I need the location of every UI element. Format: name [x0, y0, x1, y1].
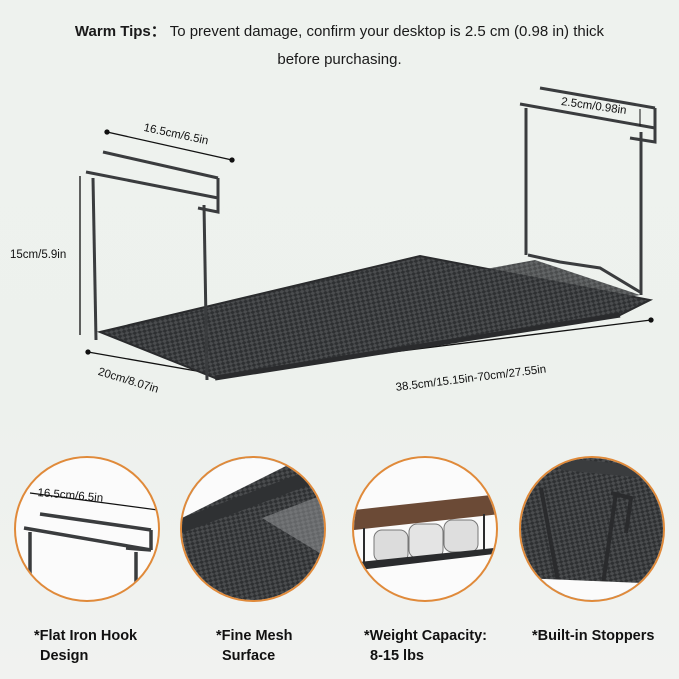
feature-circle-capacity: [352, 456, 498, 602]
shelf-illustration: [79, 86, 657, 381]
caption-hook: *Flat Iron Hook Design: [34, 628, 138, 664]
feature-circle-mesh: [180, 456, 326, 602]
caption-stoppers: *Built-in Stoppers: [532, 628, 655, 644]
feature-circle-hook: [14, 456, 160, 602]
caption-capacity: *Weight Capacity: 8-15 lbs: [364, 628, 488, 664]
dim-height: 15cm/5.9in: [10, 249, 67, 261]
warm-tips: Warm Tips： To prevent damage, confirm yo…: [0, 18, 679, 74]
tips-line2: before purchasing.: [277, 51, 402, 68]
feature-circle-stoppers: [519, 456, 665, 602]
tips-label: Warm Tips：: [74, 23, 166, 40]
caption-mesh: *Fine Mesh Surface: [216, 628, 293, 664]
tips-line1: To prevent damage, confirm your desktop …: [169, 23, 605, 40]
